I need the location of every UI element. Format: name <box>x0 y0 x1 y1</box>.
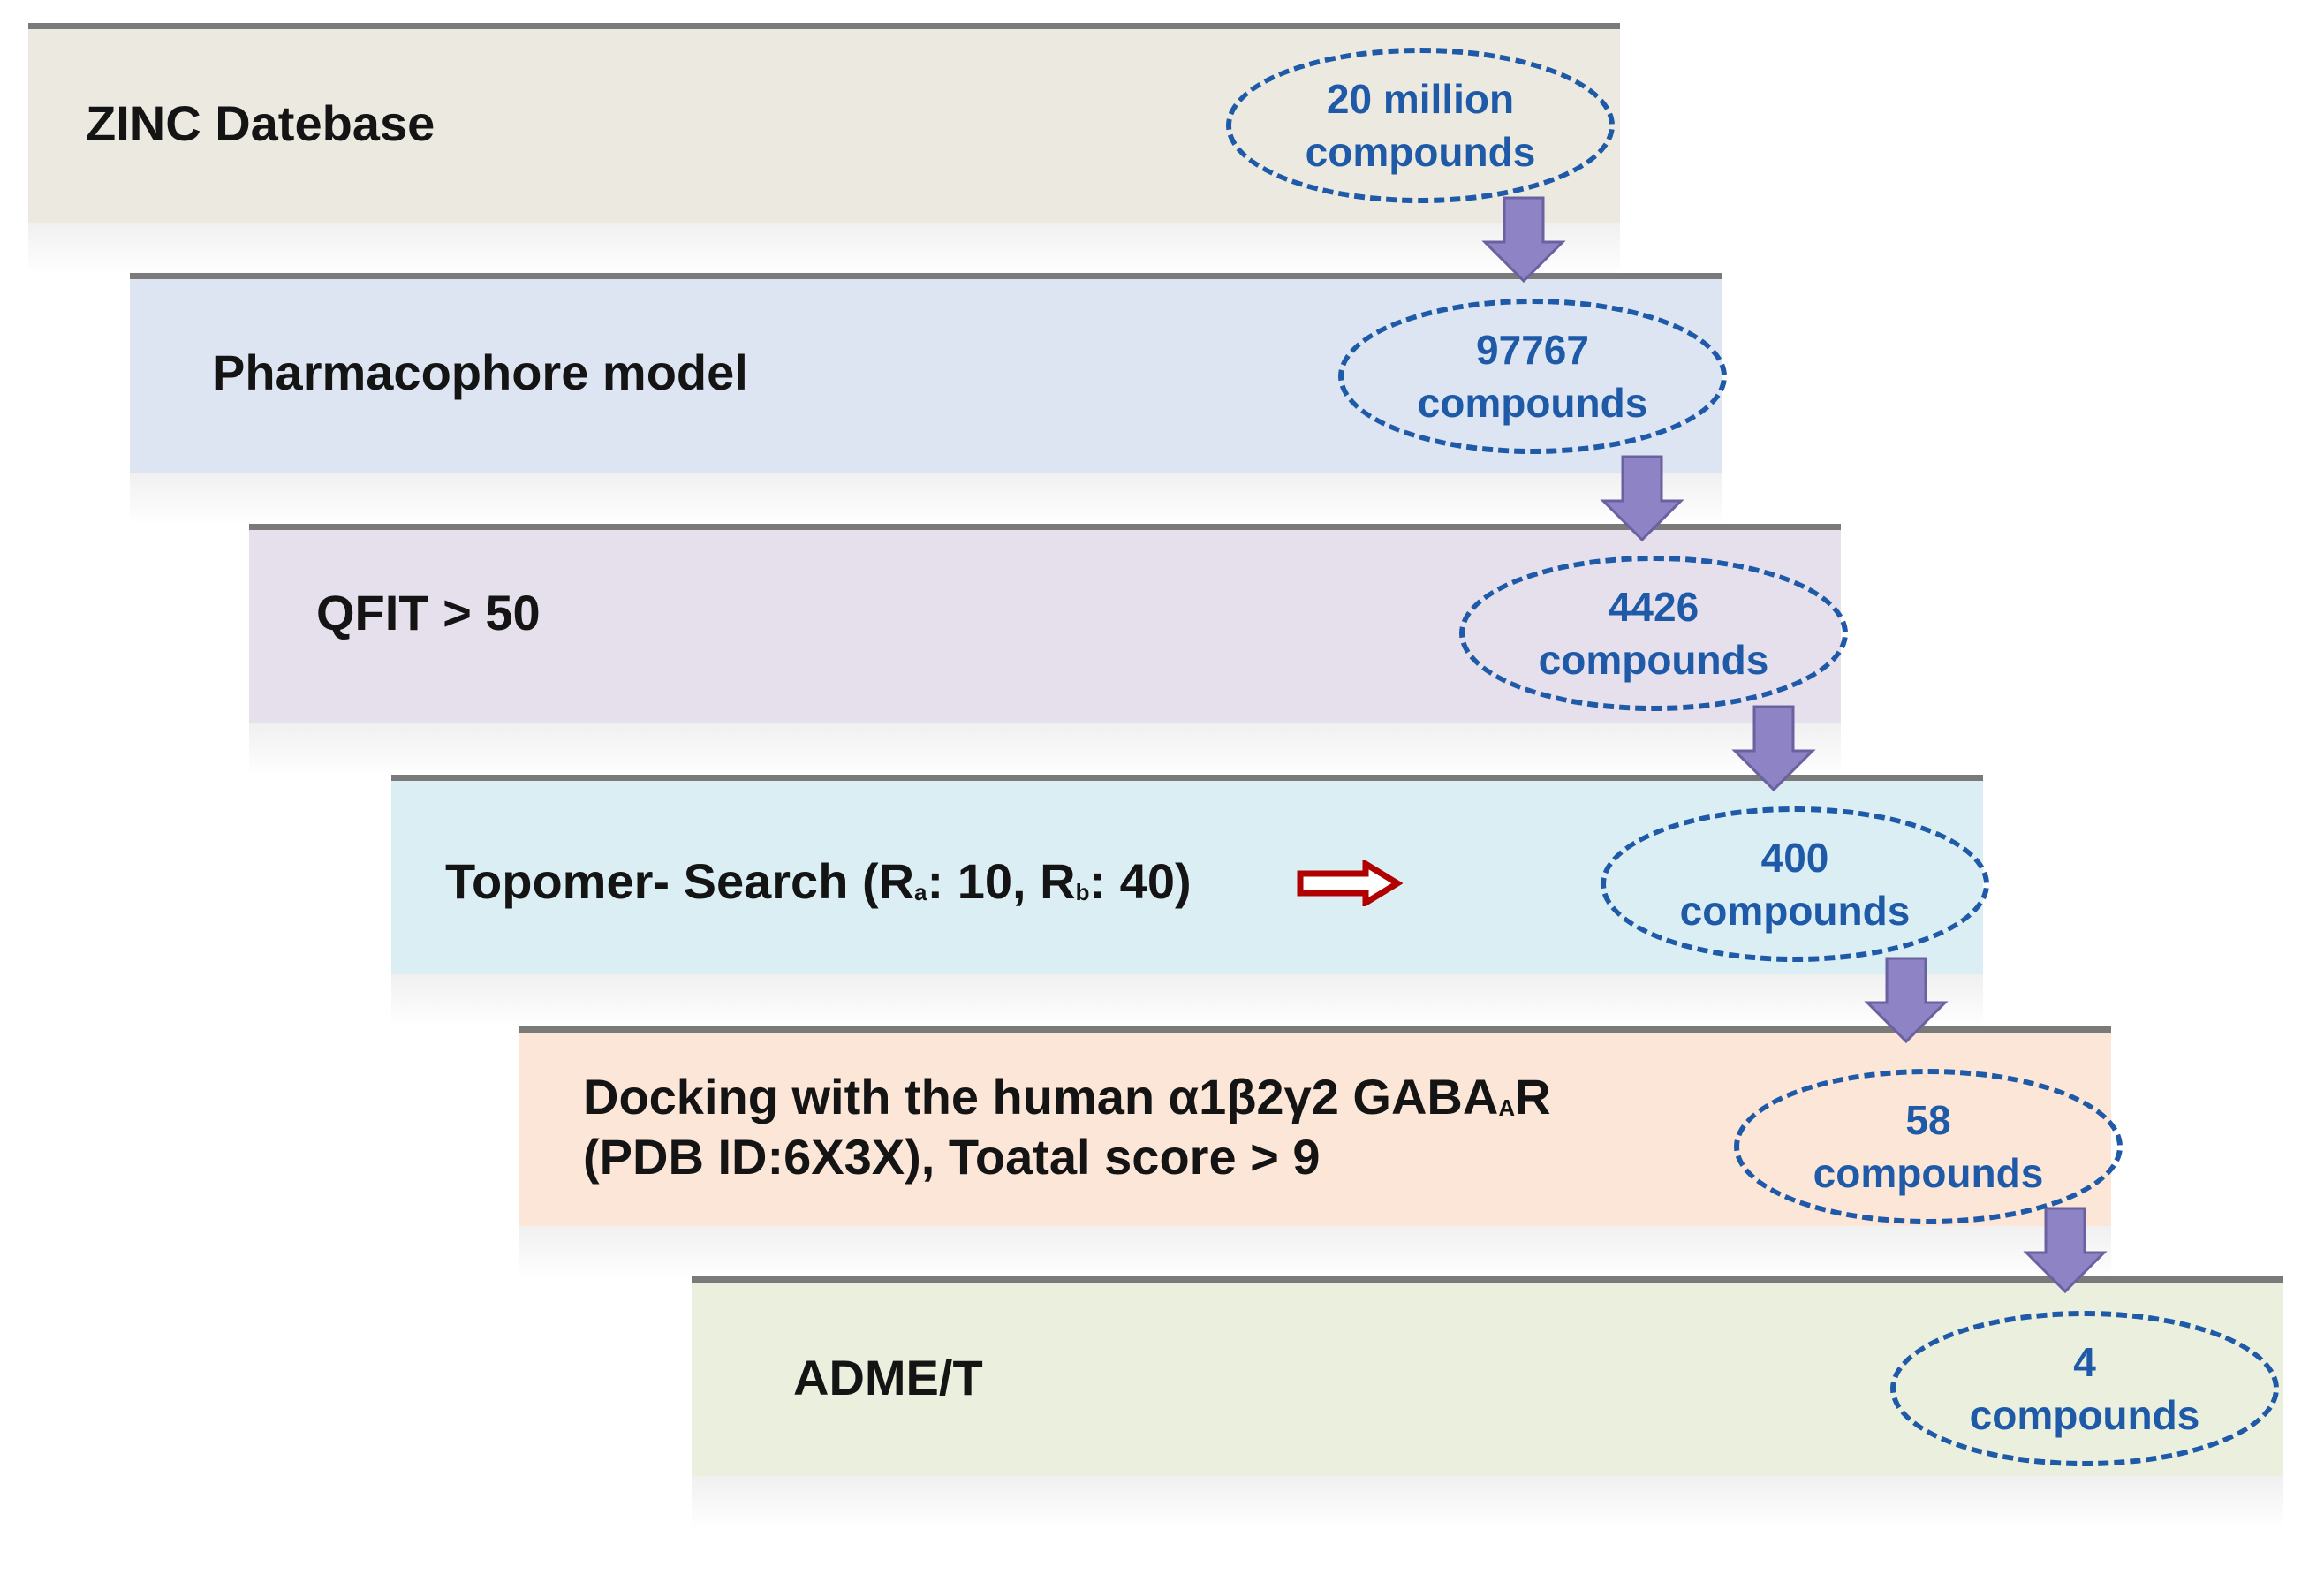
count-ellipse-adme: 4 compounds <box>1890 1311 2279 1466</box>
step-label-qfit: QFIT > 50 <box>316 585 541 640</box>
step-label-adme: ADME/T <box>793 1350 983 1405</box>
docking-label-end: R <box>1515 1069 1551 1124</box>
topomer-label-main: Topomer- Search (R <box>445 853 915 909</box>
count-value: 97767 <box>1476 327 1589 373</box>
down-arrow-icon <box>1731 705 1816 792</box>
docking-label-main: Docking with the human α1β2γ2 GABA <box>583 1069 1499 1124</box>
count-unit: compounds <box>1417 380 1648 426</box>
count-unit: compounds <box>1305 129 1536 175</box>
topomer-label-sub-a: a <box>914 879 927 905</box>
count-unit: compounds <box>1969 1392 2200 1438</box>
down-arrow-icon <box>1481 196 1566 284</box>
down-arrow-icon <box>1600 455 1684 542</box>
count-ellipse-pharmacophore: 97767 compounds <box>1338 299 1727 454</box>
down-arrow-icon <box>2023 1207 2108 1294</box>
topomer-label-sub-b: b <box>1075 879 1090 905</box>
docking-label-sub: A <box>1498 1094 1516 1121</box>
count-value: 4426 <box>1608 584 1699 630</box>
count-value: 4 <box>2073 1339 2096 1385</box>
step-label-zinc: ZINC Datebase <box>86 95 435 151</box>
count-ellipse-topomer: 400 compounds <box>1601 806 1989 962</box>
step-label-docking-line1: Docking with the human α1β2γ2 GABAAR <box>583 1067 1551 1138</box>
count-ellipse-zinc: 20 million compounds <box>1226 48 1615 203</box>
step-label-docking-line2: (PDB ID:6X3X), Toatal score > 9 <box>583 1129 1321 1185</box>
count-unit: compounds <box>1813 1150 2044 1196</box>
step-label-topomer: Topomer- Search (Ra: 10, Rb: 40) <box>445 852 1192 922</box>
count-value: 58 <box>1905 1097 1951 1143</box>
count-value: 400 <box>1760 835 1829 881</box>
count-ellipse-docking: 58 compounds <box>1734 1069 2123 1224</box>
count-value: 20 million <box>1326 76 1515 122</box>
topomer-label-mid: : 10, R <box>927 853 1076 909</box>
red-right-arrow-icon <box>1297 860 1403 906</box>
down-arrow-icon <box>1864 957 1949 1044</box>
step-label-pharmacophore: Pharmacophore model <box>212 344 748 400</box>
topomer-label-end: : 40) <box>1089 853 1192 909</box>
count-ellipse-qfit: 4426 compounds <box>1459 556 1848 711</box>
count-unit: compounds <box>1538 637 1769 683</box>
count-unit: compounds <box>1679 888 1911 934</box>
